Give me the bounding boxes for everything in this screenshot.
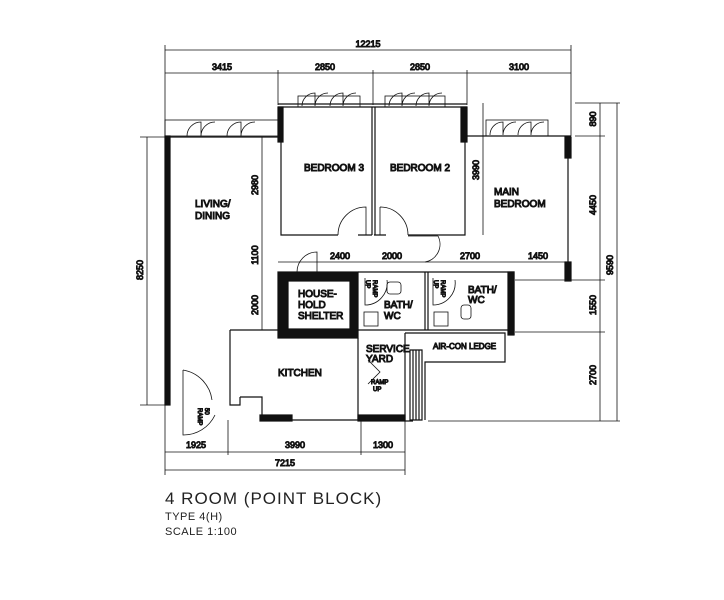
label-shelter-1: HOUSE- bbox=[298, 289, 337, 300]
label-main-bedroom: BEDROOM bbox=[494, 199, 546, 210]
label-bath2-2: WC bbox=[468, 295, 485, 306]
room-labels: LIVING/ DINING BEDROOM 3 BEDROOM 2 MAIN … bbox=[195, 163, 547, 426]
dim-left-2: 1100 bbox=[250, 245, 260, 264]
dim-mid-4: 1450 bbox=[528, 251, 548, 261]
dim-overall-right: 9590 bbox=[605, 255, 615, 275]
dim-right-3: 1550 bbox=[588, 295, 598, 315]
label-ramp-entry-50: 50 bbox=[203, 408, 209, 415]
label-bedroom2: BEDROOM 2 bbox=[390, 163, 450, 174]
dim-right-1: 890 bbox=[588, 111, 598, 126]
label-bath1-1: BATH/ bbox=[384, 300, 413, 311]
dim-top-1: 3415 bbox=[212, 62, 232, 72]
label-shelter-2: HOLD bbox=[298, 300, 326, 311]
dim-top-4: 3100 bbox=[509, 62, 529, 72]
label-kitchen: KITCHEN bbox=[278, 368, 322, 379]
label-up-bath1: UP bbox=[364, 280, 370, 288]
label-service: SERVICE bbox=[366, 344, 410, 355]
dim-bottom-2: 3990 bbox=[285, 440, 305, 450]
dim-bottom-1: 1925 bbox=[186, 440, 206, 450]
windows bbox=[164, 92, 549, 137]
dim-left-3: 2000 bbox=[250, 295, 260, 315]
dim-right-4: 2700 bbox=[588, 365, 598, 385]
label-ramp-bath1: RAMP bbox=[371, 280, 377, 297]
dim-overall-left: 8250 bbox=[135, 260, 145, 280]
label-ramp-entry: RAMP bbox=[196, 408, 202, 425]
label-up: UP bbox=[373, 387, 381, 393]
dim-top-3: 2850 bbox=[410, 62, 430, 72]
label-living: LIVING/ bbox=[195, 199, 231, 210]
label-ramp: RAMP bbox=[371, 380, 388, 386]
dimension-labels: 12215 3415 2850 2850 3100 2400 2000 2700… bbox=[135, 39, 616, 469]
dim-overall-top: 12215 bbox=[355, 39, 380, 49]
plan-scale: SCALE 1:100 bbox=[165, 526, 238, 538]
dim-mid-3: 2700 bbox=[460, 251, 480, 261]
label-bath1-2: WC bbox=[384, 311, 401, 322]
label-shelter-3: SHELTER bbox=[298, 311, 343, 322]
doors bbox=[182, 206, 472, 436]
walls bbox=[164, 103, 572, 422]
label-dining: DINING bbox=[195, 211, 230, 222]
label-bedroom3: BEDROOM 3 bbox=[304, 163, 364, 174]
dim-overall-bottom: 7215 bbox=[275, 458, 295, 468]
label-yard: YARD bbox=[366, 354, 393, 365]
dim-bedroom-depth: 3990 bbox=[471, 160, 481, 180]
dim-right-2: 4450 bbox=[588, 195, 598, 215]
label-bath2-1: BATH/ bbox=[468, 285, 497, 296]
label-ramp-bath2: RAMP bbox=[439, 280, 445, 297]
dim-left-1: 2980 bbox=[250, 175, 260, 195]
dimension-lines bbox=[140, 45, 620, 475]
label-up-bath2: UP bbox=[432, 280, 438, 288]
dim-top-2: 2850 bbox=[315, 62, 335, 72]
plan-title: 4 ROOM (POINT BLOCK) bbox=[165, 489, 383, 508]
dim-bottom-3: 1300 bbox=[373, 440, 393, 450]
label-main: MAIN bbox=[494, 187, 519, 198]
plan-type: TYPE 4(H) bbox=[165, 511, 223, 523]
dim-mid-2: 2000 bbox=[382, 251, 402, 261]
dim-mid-1: 2400 bbox=[330, 251, 350, 261]
label-aircon: AIR-CON LEDGE bbox=[433, 342, 496, 351]
